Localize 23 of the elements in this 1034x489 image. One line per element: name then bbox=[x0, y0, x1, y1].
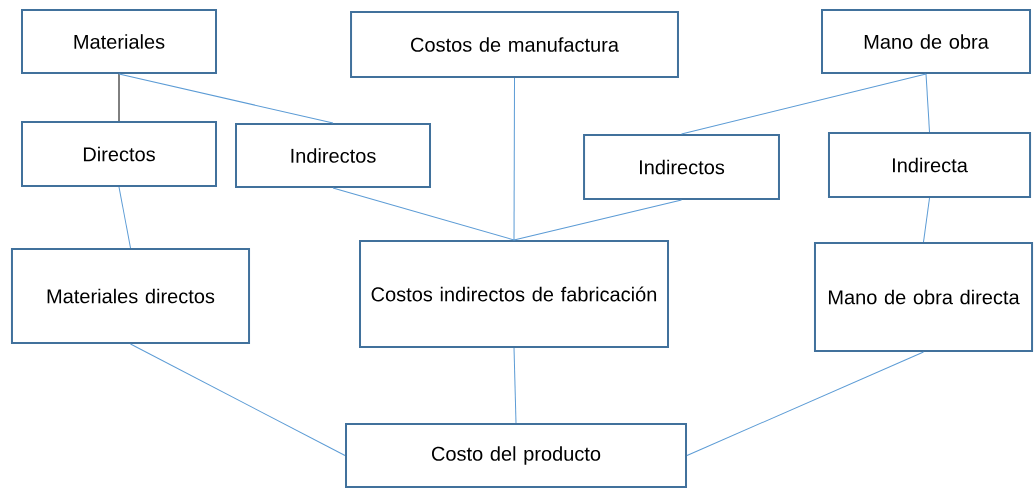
process-box: Indirectos bbox=[583, 134, 780, 200]
process-box: Materiales bbox=[21, 9, 217, 74]
connector-line bbox=[332, 187, 515, 241]
connector-line bbox=[686, 351, 924, 456]
process-box: Mano de obra bbox=[821, 9, 1031, 74]
process-box: Indirecta bbox=[828, 132, 1032, 198]
process-box: Directos bbox=[21, 121, 217, 187]
connector-line bbox=[118, 186, 131, 249]
connector-line bbox=[513, 199, 682, 241]
process-box: Materiales directos bbox=[10, 248, 251, 344]
connector-line bbox=[118, 73, 120, 122]
connector-line bbox=[513, 347, 517, 424]
process-box: Mano de obra directa bbox=[814, 242, 1034, 352]
connector-line bbox=[130, 343, 346, 456]
process-box: Costos indirectos de fabricación bbox=[359, 240, 669, 348]
process-box: Indirectos bbox=[235, 123, 431, 188]
connector-line bbox=[513, 77, 515, 241]
process-box: Costo del producto bbox=[345, 423, 687, 488]
connector-line bbox=[923, 197, 930, 243]
connector-line bbox=[681, 73, 927, 135]
process-box: Costos de manufactura bbox=[350, 10, 679, 79]
connector-line bbox=[118, 73, 334, 124]
connector-line bbox=[925, 73, 930, 133]
